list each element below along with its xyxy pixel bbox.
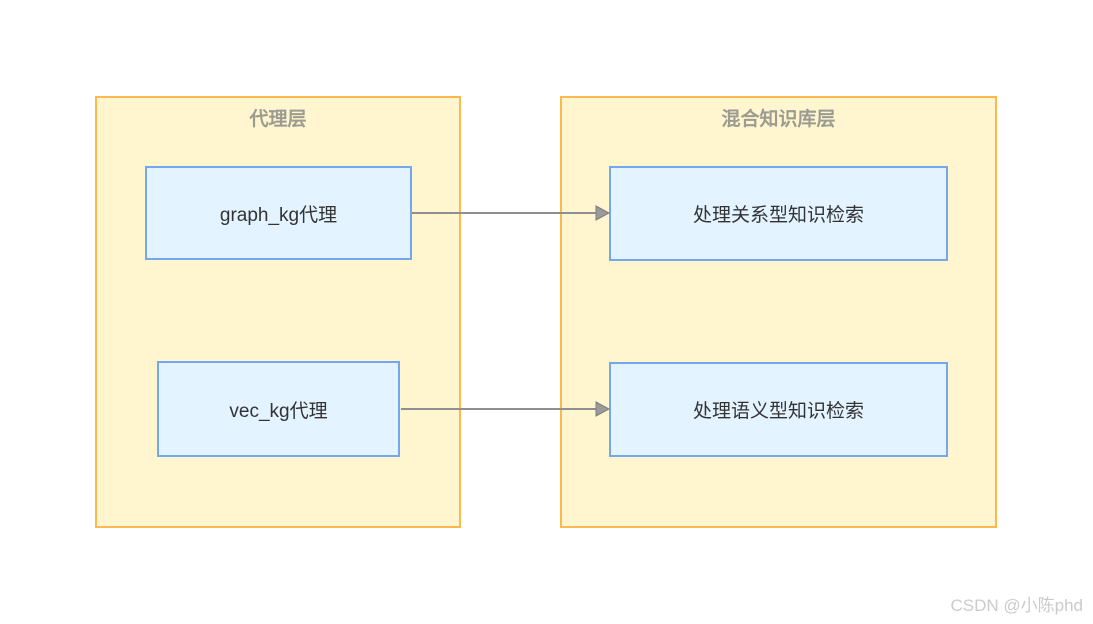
csdn-watermark: CSDN @小陈phd (950, 596, 1083, 615)
agent-layer-title: 代理层 (249, 109, 307, 130)
container-hybrid-kb-layer: 混合知识库层 (560, 96, 997, 528)
node-relational-retrieval: 处理关系型知识检索 (609, 166, 948, 261)
node-graph-kg-agent: graph_kg代理 (145, 166, 412, 260)
node-vec-kg-agent-label: vec_kg代理 (229, 400, 328, 422)
node-vec-kg-agent: vec_kg代理 (157, 361, 400, 457)
container-agent-layer: 代理层 (95, 96, 461, 528)
node-graph-kg-agent-label: graph_kg代理 (219, 204, 338, 226)
node-semantic-retrieval: 处理语义型知识检索 (609, 362, 948, 457)
node-relational-retrieval-label: 处理关系型知识检索 (692, 205, 864, 226)
hybrid-kb-layer-title: 混合知识库层 (721, 109, 836, 130)
node-semantic-retrieval-label: 处理语义型知识检索 (692, 401, 864, 422)
